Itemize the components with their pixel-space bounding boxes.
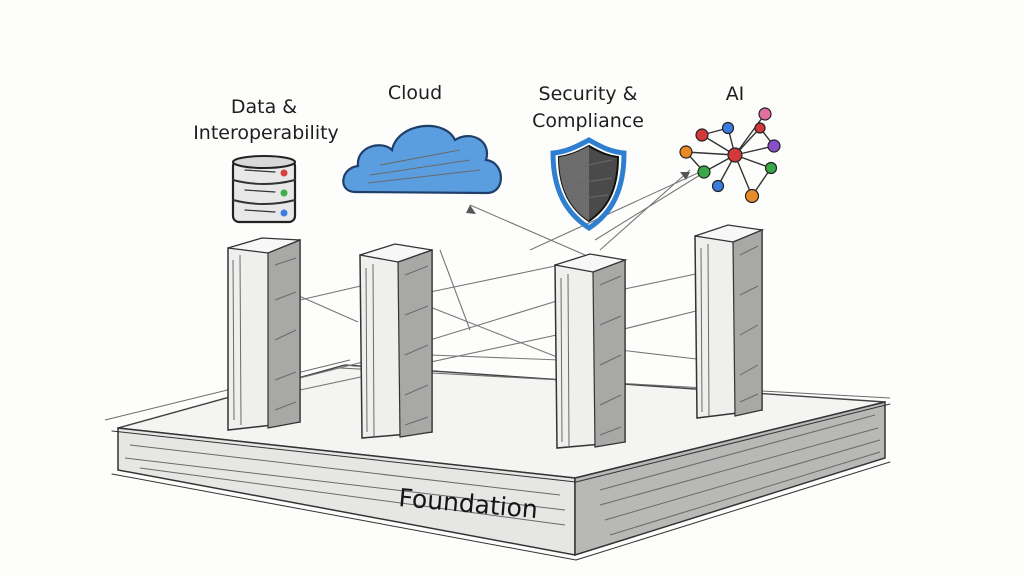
- node: [695, 128, 709, 142]
- network-icon: [679, 107, 781, 204]
- label-ai: AI: [726, 83, 745, 105]
- pillar-4: [694, 224, 765, 419]
- node-center: [727, 147, 743, 163]
- node: [697, 165, 711, 179]
- db-light-green: [280, 189, 288, 197]
- node: [711, 179, 725, 193]
- pillar-3: [554, 253, 628, 449]
- label-data-line-2: Interoperability: [193, 122, 339, 144]
- connection-lines: [289, 169, 706, 391]
- node: [679, 145, 693, 159]
- node: [764, 161, 778, 175]
- pillar-1: [227, 237, 301, 431]
- cloud-icon: [342, 124, 502, 195]
- pillar-2: [359, 243, 433, 439]
- label-data-line-1: Data &: [231, 96, 297, 118]
- node: [721, 121, 735, 135]
- label-security-line-1: Security &: [539, 83, 638, 105]
- label-security-line-2: Compliance: [532, 110, 644, 132]
- node: [758, 107, 772, 121]
- node: [767, 139, 781, 153]
- foundation-platform: [104, 359, 891, 561]
- db-light-red: [280, 169, 288, 177]
- shield-icon: [550, 137, 627, 231]
- node: [754, 122, 766, 134]
- node: [744, 188, 760, 204]
- label-cloud: Cloud: [388, 82, 442, 104]
- database-icon: [231, 155, 297, 224]
- db-light-blue: [280, 209, 288, 217]
